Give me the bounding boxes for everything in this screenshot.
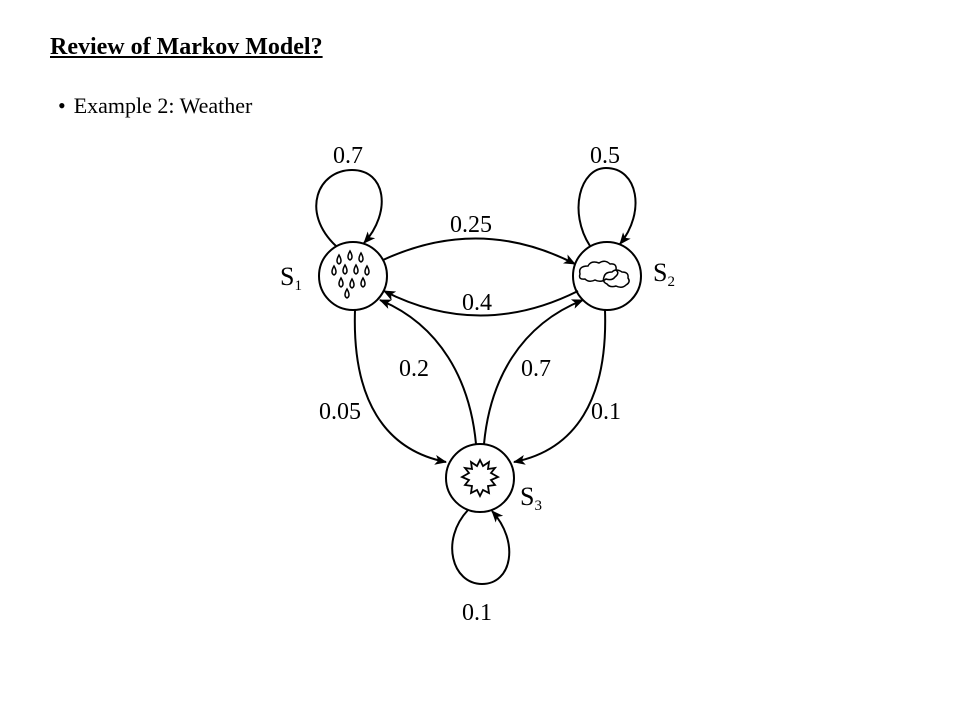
prob-s3-s2: 0.7 bbox=[521, 356, 551, 382]
bullet-text: Example 2: Weather bbox=[73, 93, 253, 118]
state-s1-circle bbox=[318, 241, 388, 311]
state-s3-circle bbox=[445, 443, 515, 513]
prob-s3-s1: 0.2 bbox=[399, 356, 429, 382]
cloud-icon bbox=[578, 260, 630, 289]
prob-s2-s1: 0.4 bbox=[462, 290, 492, 316]
self-loop-s3 bbox=[451, 509, 511, 586]
state-s3-label: S3 bbox=[520, 482, 542, 514]
prob-s1-s3: 0.05 bbox=[319, 399, 361, 425]
prob-s2-s2: 0.5 bbox=[590, 143, 620, 169]
prob-s3-s3: 0.1 bbox=[462, 600, 492, 626]
slide-title: Review of Markov Model? bbox=[50, 34, 323, 60]
edge-s3-to-s1 bbox=[379, 299, 477, 445]
prob-s2-s3: 0.1 bbox=[591, 399, 621, 425]
prob-s1-s1: 0.7 bbox=[333, 143, 363, 169]
state-s2-label: S2 bbox=[653, 258, 675, 290]
edge-s2-to-s3 bbox=[513, 309, 607, 465]
edge-s3-to-s2 bbox=[483, 299, 584, 445]
bullet-item: • Example 2: Weather bbox=[58, 93, 252, 119]
prob-s1-s2: 0.25 bbox=[450, 212, 492, 238]
self-loop-s2 bbox=[577, 166, 637, 247]
state-s1-label: S1 bbox=[280, 262, 302, 294]
self-loop-s1 bbox=[315, 168, 383, 247]
edge-s1-to-s3 bbox=[353, 309, 447, 465]
state-s2-circle bbox=[572, 241, 642, 311]
edge-s1-to-s2 bbox=[382, 237, 576, 265]
sun-icon bbox=[459, 457, 501, 499]
edge-s2-to-s1 bbox=[383, 290, 579, 317]
rain-drops-icon bbox=[331, 249, 370, 299]
bullet-dot-icon: • bbox=[58, 93, 66, 118]
